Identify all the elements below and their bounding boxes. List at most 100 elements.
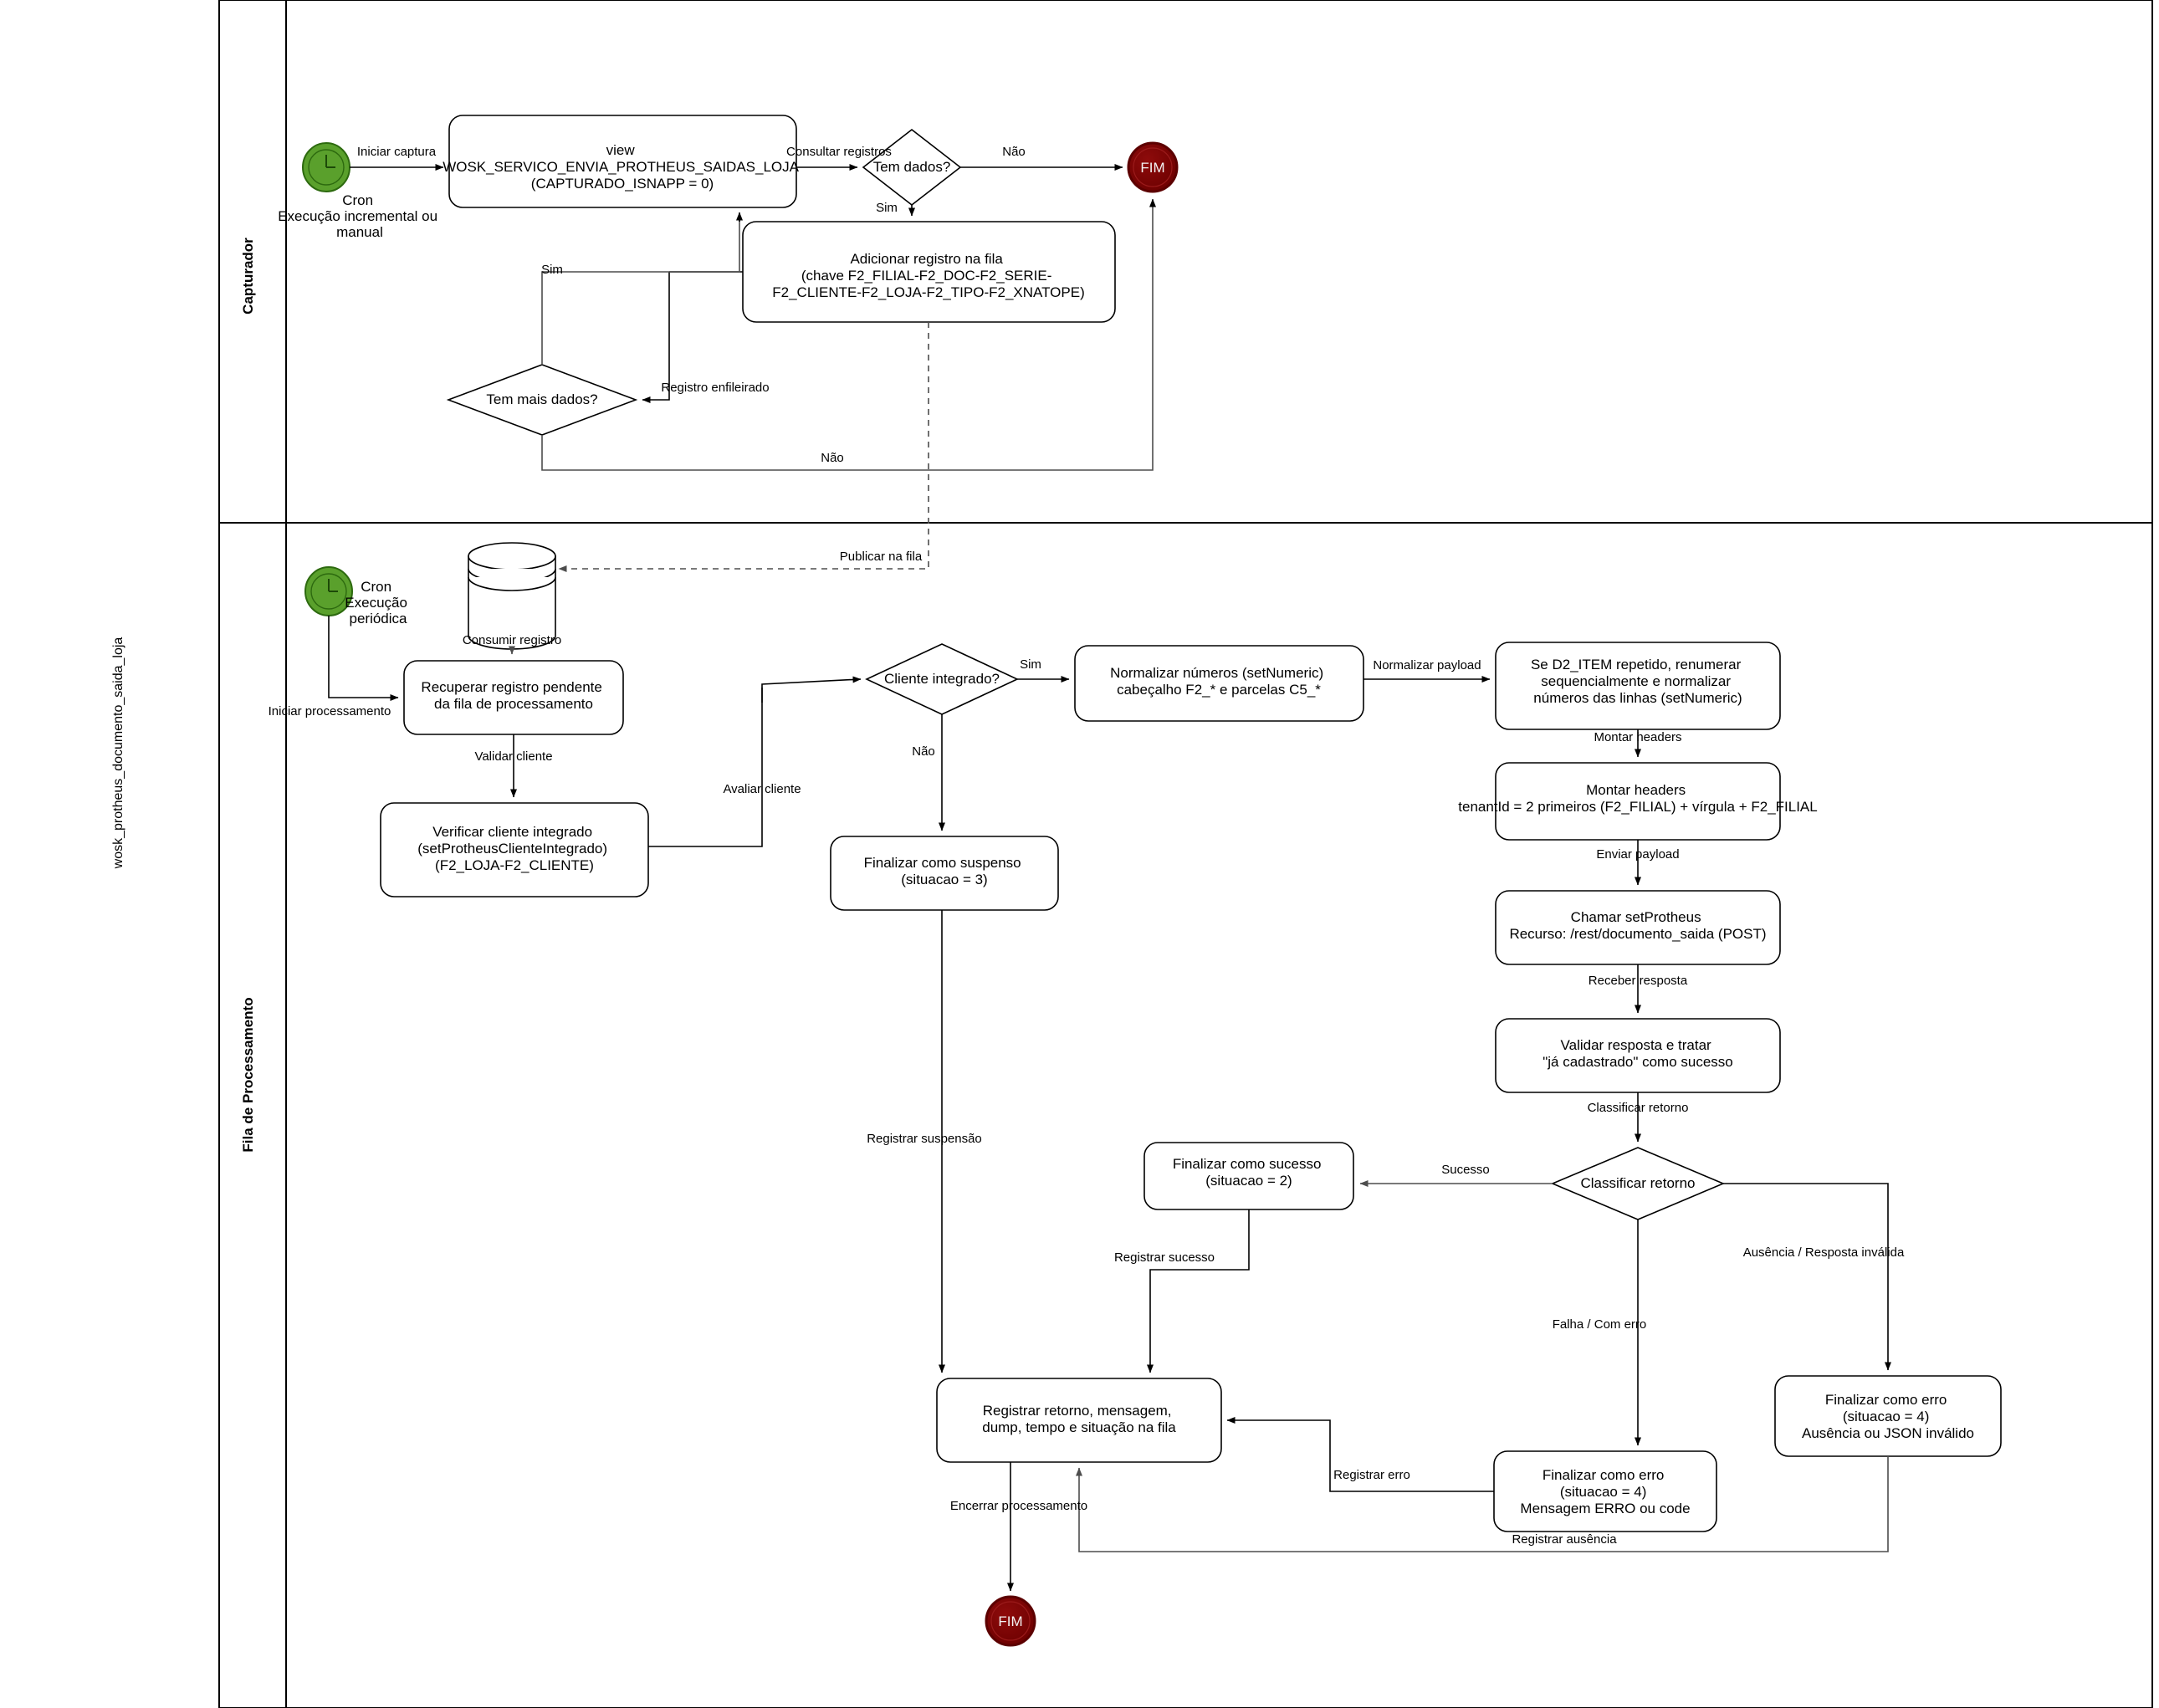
node-label-classificar: Classificar retorno <box>1581 1175 1696 1191</box>
node-shape-normalizar <box>1074 645 1364 722</box>
node-label-sucesso: Finalizar como sucesso (situacao = 2) <box>1173 1156 1325 1189</box>
end-event-inner-2 <box>990 1601 1031 1641</box>
edge-avaliar-cliente <box>761 676 862 703</box>
node-label-normalizar: Normalizar números (setNumeric) cabeçalh… <box>1110 665 1328 698</box>
node-montar-headers[interactable]: Montar headers tenantId = 2 primeiros (F… <box>1458 762 1818 841</box>
node-label-tem-mais: Tem mais dados? <box>486 391 597 407</box>
database-icon-ring2 <box>468 576 556 591</box>
edge-label-consumir-registro: Consumir registro <box>463 633 561 647</box>
node-normalizar-numeros[interactable]: Normalizar números (setNumeric) cabeçalh… <box>1074 645 1364 722</box>
edge-label-classificar-retorno: Classificar retorno <box>1588 1101 1689 1115</box>
node-chamar-setprotheus[interactable]: Chamar setProtheus Recurso: /rest/docume… <box>1495 890 1781 965</box>
edge-label-registro-enfileirado: Registro enfileirado <box>661 381 769 395</box>
edge-label-validar-cliente: Validar cliente <box>474 749 552 764</box>
node-adicionar-fila[interactable]: Adicionar registro na fila (chave F2_FIL… <box>742 221 1116 323</box>
clock-face-2 <box>310 573 347 610</box>
edge-label-sim-tem-mais: Sim <box>541 263 563 277</box>
edge-label-falha-com-erro: Falha / Com erro <box>1553 1317 1647 1332</box>
end-event-inner-1 <box>1133 147 1173 187</box>
node-label-suspenso: Finalizar como suspenso (situacao = 3) <box>864 855 1026 887</box>
edge-registro-enfileirado <box>642 272 670 403</box>
edge-label-normalizar-payload: Normalizar payload <box>1373 658 1481 672</box>
edge-label-sim-tem-dados: Sim <box>876 201 898 215</box>
edge-ausencia-resposta-invalida <box>1723 1183 1891 1371</box>
edge-iniciar-processamento <box>328 616 399 701</box>
node-shape-registrar <box>936 1378 1222 1463</box>
node-tem-dados[interactable]: Tem dados? <box>862 128 962 207</box>
edges-fila: Consumir registro Iniciar processamento … <box>269 616 1905 1592</box>
node-label-erro-ausencia: Finalizar como erro (situacao = 4) Ausên… <box>1802 1392 1974 1441</box>
edge-label-publicar-na-fila: Publicar na fila <box>840 550 923 564</box>
node-end-fila[interactable]: FIM <box>985 1595 1036 1647</box>
node-label-chamar: Chamar setProtheus Recurso: /rest/docume… <box>1509 909 1766 942</box>
edge-label-receber-resposta: Receber resposta <box>1589 974 1688 988</box>
lane-label-capturador: Capturador <box>240 238 256 314</box>
edge-label-enviar-payload: Enviar payload <box>1596 847 1679 862</box>
node-label-recuperar: Recuperar registro pendente da fila de p… <box>421 679 606 712</box>
node-label-adicionar: Adicionar registro na fila (chave F2_FIL… <box>772 251 1084 300</box>
edge-registrar-erro <box>1226 1417 1494 1492</box>
node-shape-suspenso <box>830 836 1059 911</box>
node-registrar-retorno[interactable]: Registrar retorno, mensagem, dump, tempo… <box>936 1378 1222 1463</box>
node-validar-resposta[interactable]: Validar resposta e tratar "já cadastrado… <box>1495 1018 1781 1093</box>
pool-label: wosk_protheus_documento_saida_loja <box>111 637 125 870</box>
edge-avaliar-cliente-path <box>648 688 763 847</box>
edge-label-encerrar-processamento: Encerrar processamento <box>950 1499 1087 1513</box>
node-label-cliente-integrado: Cliente integrado? <box>884 671 1000 687</box>
node-label-verificar: Verificar cliente integrado (setProtheus… <box>417 824 611 873</box>
edge-nao-tem-mais <box>541 198 1156 471</box>
edge-label-iniciar-captura: Iniciar captura <box>357 145 437 159</box>
edge-label-sucesso: Sucesso <box>1441 1163 1490 1177</box>
edge-label-nao-cliente-integrado: Não <box>912 744 935 759</box>
edge-label-avaliar-cliente: Avaliar cliente <box>723 782 801 796</box>
edge-sim-tem-mais-path <box>541 214 740 365</box>
edge-label-registrar-ausencia: Registrar ausência <box>1512 1532 1617 1547</box>
node-shape-verificar <box>380 802 649 897</box>
node-view-source[interactable]: view WOSK_SERVICO_ENVIA_PROTHEUS_SAIDAS_… <box>443 115 802 208</box>
node-label-registrar: Registrar retorno, mensagem, dump, tempo… <box>982 1403 1176 1435</box>
pool-container <box>218 0 2153 1708</box>
node-finalizar-erro-mensagem[interactable]: Finalizar como erro (situacao = 4) Mensa… <box>1493 1450 1717 1532</box>
end-event-circle-2 <box>985 1595 1036 1647</box>
node-label-erro-mensagem: Finalizar como erro (situacao = 4) Mensa… <box>1520 1467 1690 1516</box>
node-label-cron-fila: Cron Execução periódica <box>345 579 411 626</box>
node-cron-fila[interactable]: Cron Execução periódica <box>304 566 412 626</box>
edge-label-iniciar-processamento: Iniciar processamento <box>269 704 391 718</box>
node-label-end-2: FIM <box>998 1613 1022 1629</box>
edge-label-nao-tem-dados: Não <box>1002 145 1026 159</box>
node-label-tem-dados: Tem dados? <box>873 159 951 175</box>
clock-face <box>308 149 345 186</box>
edge-label-ausencia-resposta-invalida: Ausência / Resposta inválida <box>1743 1245 1905 1260</box>
node-label-cron-capturador: Cron Execução incremental ou manual <box>278 192 442 240</box>
node-finalizar-sucesso[interactable]: Finalizar como sucesso (situacao = 2) <box>1143 1142 1354 1210</box>
node-label-end-1: FIM <box>1140 160 1164 176</box>
node-finalizar-erro-ausencia[interactable]: Finalizar como erro (situacao = 4) Ausên… <box>1774 1375 2002 1457</box>
edges-capturador: Iniciar captura Consultar registros Não … <box>350 145 1156 471</box>
node-cliente-integrado[interactable]: Cliente integrado? <box>865 643 1019 715</box>
node-cron-capturador[interactable]: Cron Execução incremental ou manual <box>278 142 442 240</box>
edge-label-sim-cliente-integrado: Sim <box>1020 657 1041 672</box>
edge-label-nao-tem-mais: Não <box>821 451 844 465</box>
edge-registrar-ausencia <box>1076 1456 1889 1552</box>
end-event-circle-1 <box>1127 141 1179 193</box>
pool-border <box>218 0 2153 1708</box>
node-finalizar-suspenso[interactable]: Finalizar como suspenso (situacao = 3) <box>830 836 1059 911</box>
edge-label-registrar-erro: Registrar erro <box>1333 1468 1410 1482</box>
node-label-validar: Validar resposta e tratar "já cadastrado… <box>1543 1037 1733 1070</box>
edge-registrar-sucesso <box>1147 1209 1250 1373</box>
node-queue-datastore[interactable] <box>468 542 556 650</box>
node-end-capturador[interactable]: FIM <box>1127 141 1179 193</box>
node-label-view: view WOSK_SERVICO_ENVIA_PROTHEUS_SAIDAS_… <box>443 142 802 192</box>
edge-publicar-na-fila <box>558 322 929 572</box>
node-classificar-retorno[interactable]: Classificar retorno <box>1550 1147 1726 1220</box>
node-label-headers: Montar headers tenantId = 2 primeiros (F… <box>1458 782 1817 815</box>
node-shape-view <box>448 115 797 208</box>
node-recuperar-registro[interactable]: Recuperar registro pendente da fila de p… <box>403 660 624 735</box>
node-renumerar-itens[interactable]: Se D2_ITEM repetido, renumerar sequencia… <box>1495 642 1781 730</box>
node-verificar-cliente[interactable]: Verificar cliente integrado (setProtheus… <box>380 802 649 897</box>
node-tem-mais-dados[interactable]: Tem mais dados? <box>446 364 638 436</box>
edge-label-registrar-suspensao: Registrar suspensão <box>867 1132 982 1146</box>
edge-label-consultar-registros: Consultar registros <box>786 145 892 159</box>
